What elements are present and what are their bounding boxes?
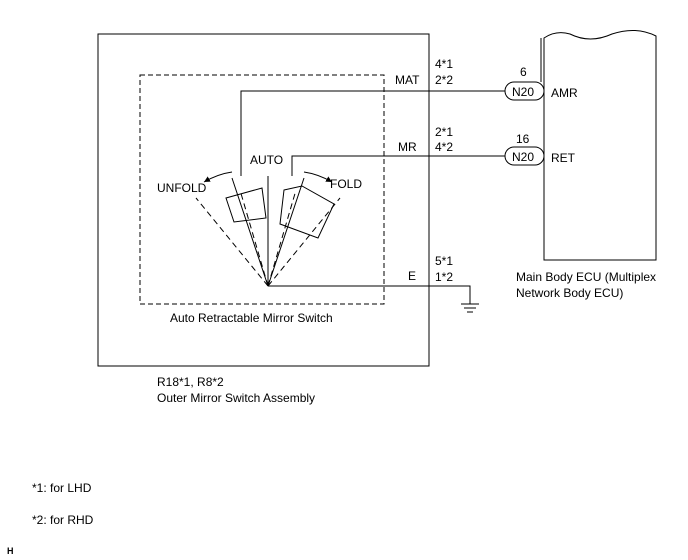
unfold-arrow (203, 171, 233, 183)
connector-amr-pin: 6 (520, 65, 527, 79)
corner-mark: H (7, 546, 14, 556)
note-rhd: *2: for RHD (32, 513, 94, 527)
terminal-mr-pin-lhd: 2*1 (435, 125, 453, 139)
position-fold-label: FOLD (330, 177, 362, 191)
terminal-e-pin-rhd: 1*2 (435, 270, 453, 284)
switch-line-inner-right-dashed (267, 189, 297, 287)
wire-e-ground (268, 285, 471, 304)
connector-ret-pin: 16 (516, 132, 530, 146)
note-lhd: *1: for LHD (32, 481, 92, 495)
ecu-ret-label: RET (551, 151, 576, 165)
ecu-name-line2: Network Body ECU) (516, 286, 623, 300)
wire-mat-amr (240, 90, 505, 176)
fold-arrow (303, 171, 333, 183)
terminal-mat-name: MAT (395, 73, 420, 87)
inner-switch-label: Auto Retractable Mirror Switch (170, 311, 333, 325)
terminal-e-name: E (408, 269, 416, 283)
wire-mr-ret (291, 155, 505, 176)
switch-line-fold-dashed (267, 197, 341, 287)
switch-line-unfold-dashed (195, 197, 269, 287)
switch-assembly-box (97, 33, 430, 367)
switch-paddle-right (279, 185, 335, 239)
terminal-mr-name: MR (398, 140, 417, 154)
connector-ret-code: N20 (512, 150, 534, 164)
ecu-amr-label: AMR (551, 86, 578, 100)
auto-retract-switch-box (139, 74, 385, 305)
switch-paddle-left (225, 187, 267, 223)
terminal-mat-pin-lhd: 4*1 (435, 57, 453, 71)
terminal-e-pin-lhd: 5*1 (435, 254, 453, 268)
connector-amr-code: N20 (512, 85, 534, 99)
switch-line-inner-left-dashed (239, 189, 269, 287)
position-auto-label: AUTO (250, 153, 283, 167)
ecu-box (543, 30, 657, 261)
switch-line-fold-solid (267, 177, 305, 287)
ecu-name-line1: Main Body ECU (Multiplex (516, 270, 656, 284)
terminal-mr-pin-rhd: 4*2 (435, 140, 453, 154)
terminal-mat-pin-rhd: 2*2 (435, 73, 453, 87)
switch-part-numbers: R18*1, R8*2 (157, 375, 224, 389)
switch-assembly-name: Outer Mirror Switch Assembly (157, 391, 315, 405)
position-unfold-label: UNFOLD (157, 181, 207, 195)
switch-line-unfold-solid (231, 177, 269, 287)
